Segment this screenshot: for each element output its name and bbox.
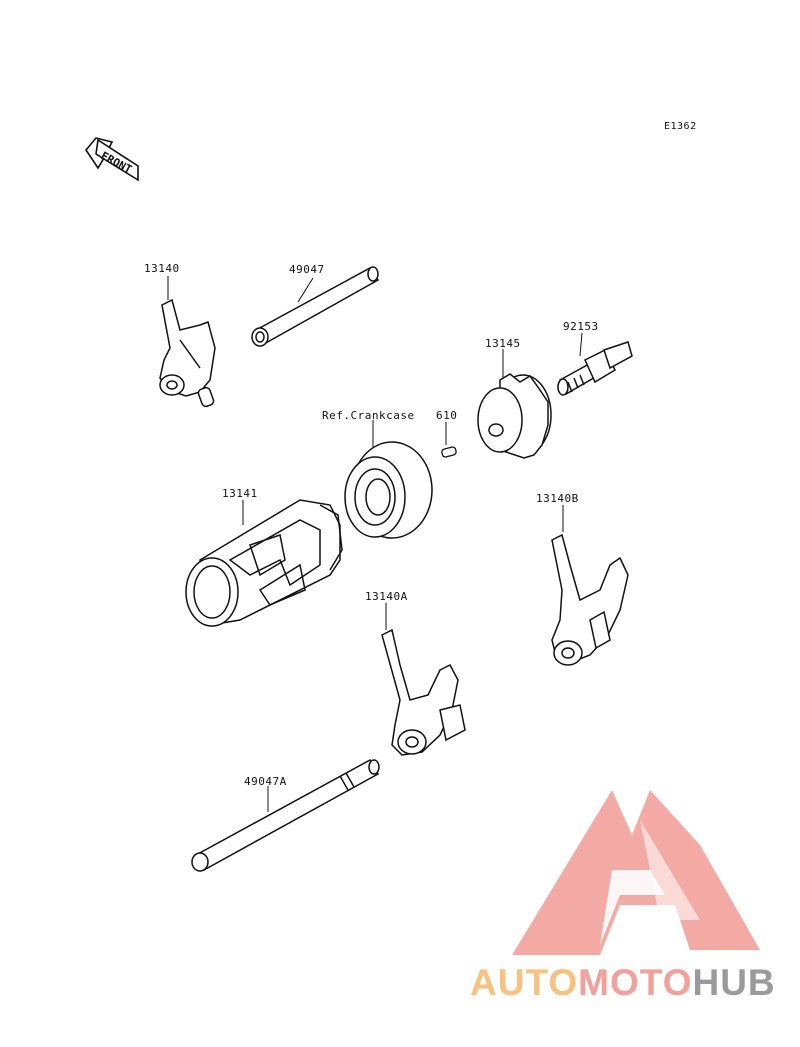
watermark-text: AUTOMOTOHUB: [470, 962, 776, 1004]
part-label-13141: 13141: [222, 487, 258, 500]
pin-610: [441, 446, 457, 458]
shift-fork-13140B: [551, 533, 629, 666]
part-label-13140B: 13140B: [536, 492, 579, 505]
part-label-49047: 49047: [289, 263, 325, 276]
shift-fork-13140: [159, 298, 216, 408]
shift-drum-cam-13145: [477, 373, 552, 459]
part-label-13140: 13140: [144, 262, 180, 275]
part-label-13140A: 13140A: [365, 590, 408, 603]
part-label-13145: 13145: [485, 337, 521, 350]
leader-lines: [167, 276, 583, 812]
watermark-moto: MOTO: [578, 962, 693, 1003]
part-label-ref-crankcase: Ref.Crankcase: [322, 409, 415, 422]
part-label-49047A: 49047A: [244, 775, 287, 788]
diagram-code: E1362: [664, 121, 697, 132]
bolt-92153: [557, 341, 633, 396]
watermark-hub: HUB: [692, 962, 776, 1003]
shaft-49047A: [191, 758, 380, 872]
front-arrow-icon: [85, 137, 139, 182]
shift-fork-13140A: [381, 628, 466, 756]
watermark-auto: AUTO: [470, 962, 579, 1003]
bearing-ref-crankcase: [344, 441, 433, 539]
shaft-49047: [251, 266, 380, 347]
watermark-logo: [512, 790, 760, 955]
part-label-610: 610: [436, 409, 458, 422]
part-label-92153: 92153: [563, 320, 599, 333]
shift-drum-13141: [185, 499, 343, 627]
